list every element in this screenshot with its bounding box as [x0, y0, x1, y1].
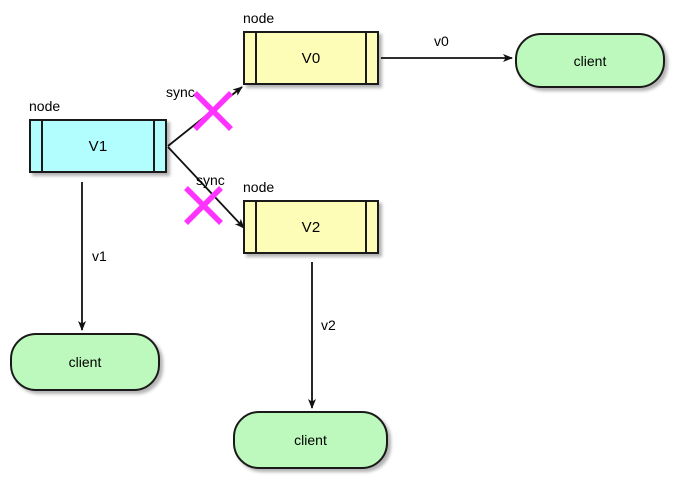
node-v0-right-divider [365, 33, 367, 83]
client-label: client [68, 354, 102, 370]
edge-label-v1-to-v0: sync [166, 84, 195, 100]
edge-label-v2-to-client: v2 [321, 317, 336, 333]
cross-v0-sync-icon [193, 91, 233, 131]
node-v1-right-divider [153, 121, 155, 171]
node-v2-right-divider [365, 202, 367, 252]
node-v0-label: V0 [301, 49, 321, 67]
edge-label-v0-to-client: v0 [434, 33, 449, 49]
edge-label-v1-to-v2: sync [196, 172, 225, 188]
node-v1-left-divider [41, 121, 43, 171]
node-v2-left-divider [255, 202, 257, 252]
client-node-v0[interactable]: client [515, 33, 665, 88]
client-label: client [294, 432, 327, 448]
node-v1-label: V1 [88, 137, 108, 155]
client-label: client [573, 52, 607, 69]
node-v1[interactable]: V1 [29, 119, 167, 173]
node-caption-v2: node [243, 179, 275, 195]
node-caption-v0: node [243, 10, 275, 26]
client-node-v1[interactable]: client [10, 333, 160, 391]
edge-label-v1-to-client: v1 [92, 248, 107, 264]
node-v0-left-divider [255, 33, 257, 83]
client-node-v2[interactable]: client [233, 411, 388, 469]
node-v0[interactable]: V0 [243, 31, 379, 85]
node-v2-label: V2 [301, 218, 321, 236]
node-v2[interactable]: V2 [243, 200, 379, 254]
edge-v1-to-v2 [167, 146, 245, 229]
cross-v2-sync-icon [184, 186, 223, 225]
node-caption-v1: node [29, 98, 61, 114]
